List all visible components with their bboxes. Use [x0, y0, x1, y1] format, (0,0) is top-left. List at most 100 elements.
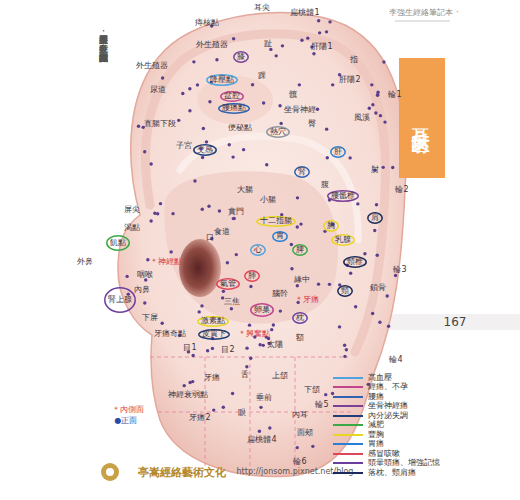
point-dot	[354, 305, 357, 308]
point-label: 髖	[289, 91, 297, 99]
point-dot	[296, 196, 299, 199]
point-dot	[374, 111, 377, 114]
legend-text: 經痛、不孕	[368, 383, 408, 391]
ellipse-shape	[221, 91, 243, 100]
point-dot	[197, 310, 200, 313]
point-dot	[262, 344, 265, 347]
title-text: 耳朵反射區	[409, 113, 435, 123]
point-dot	[262, 101, 265, 104]
point-dot	[343, 355, 346, 358]
point-dot	[317, 19, 320, 22]
point-dot	[274, 54, 277, 57]
point-ellipse: 頸	[337, 285, 353, 297]
point-label: 外生殖器	[196, 41, 228, 49]
legend-swatch	[333, 377, 363, 379]
point-label: 輪5	[315, 401, 328, 409]
point-ellipse: 氣管	[216, 278, 240, 290]
point-dot	[279, 122, 282, 125]
usage-note: 耳朵反射區療法應用，大多搭配針灸、貼或按壓王不留行籽刺激相應穴位方式進行	[98, 28, 109, 213]
point-dot	[249, 357, 252, 360]
point-label: 目1	[183, 344, 196, 352]
point-dot	[383, 120, 386, 123]
point-dot	[278, 104, 281, 107]
point-dot	[259, 406, 262, 409]
point-label: 趾	[264, 40, 272, 48]
point-ellipse: 交感	[193, 144, 217, 156]
point-dot	[387, 325, 390, 328]
point-label: 耳尖	[254, 4, 270, 12]
ellipse-shape	[257, 216, 295, 225]
page-header: 李強生經絡筆記本 ·	[389, 9, 458, 17]
point-label: 下頜	[304, 386, 320, 394]
point-label: 外鼻	[77, 258, 93, 266]
point-dot	[188, 109, 191, 112]
point-label: 尿道	[150, 86, 166, 94]
point-name: 卵巢	[250, 303, 274, 317]
point-name: 交感	[193, 144, 217, 156]
point-ellipse: 皮質下	[198, 329, 230, 340]
point-ellipse: 熱穴	[266, 126, 290, 138]
point-dot	[188, 87, 191, 90]
point-name: 腰痛點	[218, 103, 250, 114]
legend-text: 減肥	[368, 421, 384, 429]
point-label: 垂前	[256, 394, 272, 402]
point-ellipse: 肺	[244, 270, 260, 282]
point-dot	[228, 143, 231, 146]
point-label: 牙痛	[204, 374, 220, 382]
point-dot	[159, 202, 162, 205]
legend-text: 高血壓	[368, 374, 392, 382]
point-label: 坐骨神經	[284, 106, 316, 114]
ellipse-shape	[105, 288, 135, 312]
ellipse-shape	[207, 75, 237, 85]
legend-swatch	[333, 472, 363, 474]
point-name: 頸椎	[343, 256, 367, 268]
title-box: 耳朵反射區	[399, 58, 445, 178]
ellipse-shape	[251, 245, 265, 255]
point-dot	[245, 365, 248, 368]
point-dot	[181, 92, 184, 95]
point-dots	[125, 19, 397, 449]
point-label: 緣中	[294, 276, 310, 284]
point-ellipse: 心	[250, 244, 266, 256]
point-ellipse: 肝	[330, 146, 346, 158]
point-dot	[325, 127, 328, 130]
publisher-logo: 亭嵩經絡藝術文化	[138, 467, 226, 478]
point-name: 胃	[272, 231, 288, 242]
point-name: 胸	[323, 220, 339, 232]
legend-swatch	[333, 434, 363, 436]
legend-row: 高血壓	[333, 373, 392, 382]
point-label: 眼	[238, 409, 246, 417]
point-label: 食道	[214, 228, 230, 236]
point-dot	[215, 58, 218, 61]
lobe-grid-line	[150, 357, 348, 358]
legend-swatch	[333, 462, 363, 464]
point-label: ＊內側面	[112, 406, 144, 414]
lobe-grid-line	[250, 357, 251, 476]
point-dot	[191, 354, 194, 357]
point-dot	[290, 243, 293, 246]
point-label: 扁桃體1	[290, 9, 319, 17]
point-dot	[300, 39, 303, 42]
legend-swatch	[333, 405, 363, 407]
point-ellipse: 飢點	[106, 235, 130, 251]
legend-swatch	[333, 386, 363, 388]
point-ellipse: 膝	[233, 51, 249, 63]
point-label: 屏尖	[124, 206, 140, 214]
point-name: 十二指腸	[256, 216, 296, 227]
point-label: 大腸	[237, 186, 253, 194]
point-dot	[265, 163, 268, 166]
point-dot	[212, 408, 215, 411]
ellipse-shape	[199, 329, 229, 338]
point-label: 輪4	[389, 356, 402, 364]
ear-outline	[118, 13, 406, 477]
point-ellipse: 胃	[272, 231, 288, 242]
point-dot	[349, 272, 352, 275]
point-dot	[348, 156, 351, 159]
point-dot	[371, 312, 374, 315]
point-dot	[161, 76, 164, 79]
point-label: 口	[206, 234, 214, 242]
point-dot	[312, 52, 315, 55]
point-dot	[371, 103, 374, 106]
